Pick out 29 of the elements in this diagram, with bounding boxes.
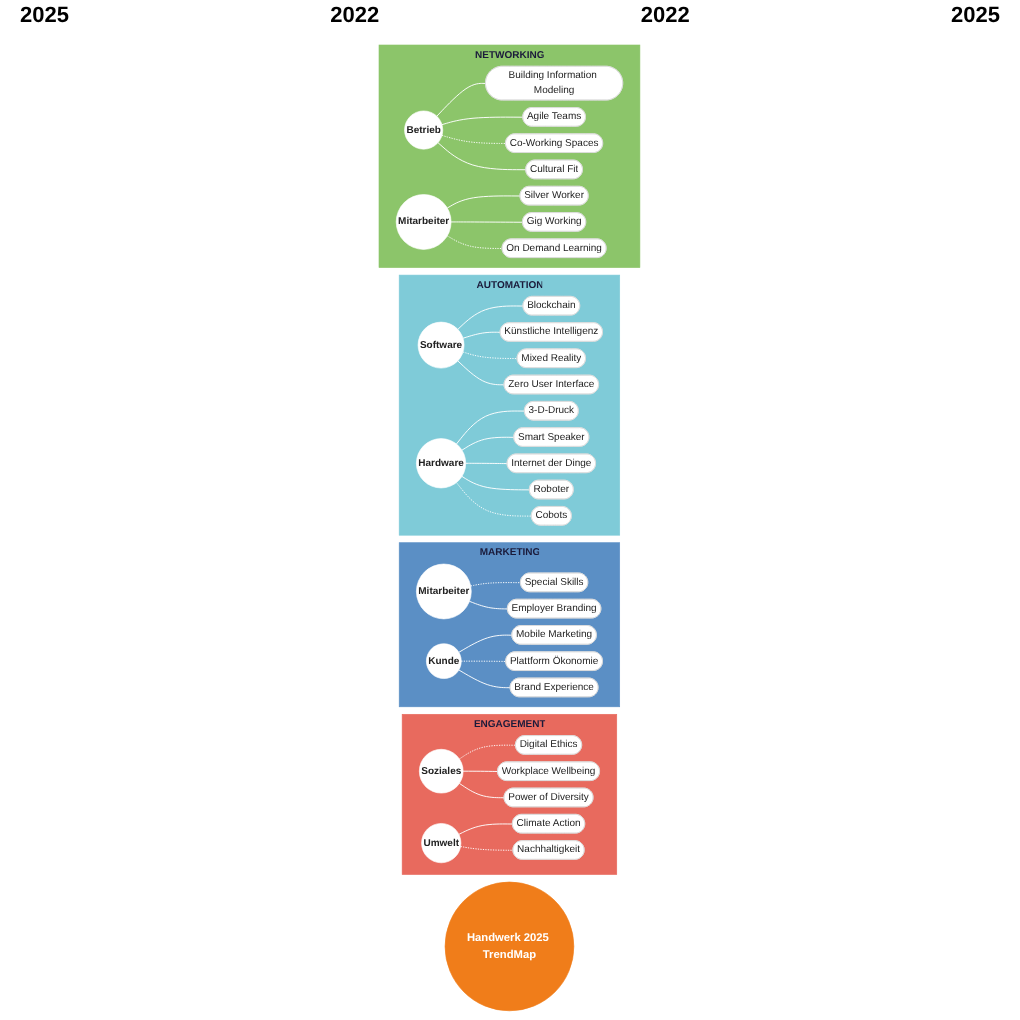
connector (458, 634, 514, 653)
connector (470, 582, 522, 587)
connector (456, 410, 526, 445)
connector (458, 823, 514, 835)
connector (463, 331, 502, 339)
connector (457, 360, 506, 386)
connector (465, 462, 509, 465)
connector (463, 770, 499, 773)
connector (436, 83, 487, 117)
connector (451, 221, 524, 223)
ring-year-label: 2022 (640, 4, 690, 32)
connector (461, 660, 507, 663)
connector (442, 116, 525, 126)
ring-year-label: 2025 (951, 4, 1000, 32)
connector (458, 669, 512, 689)
connector (442, 135, 507, 145)
connector (463, 351, 519, 360)
connector (462, 476, 531, 491)
connector (459, 744, 517, 760)
connector (459, 783, 506, 799)
connector (447, 195, 522, 209)
connector (438, 142, 527, 171)
ring-year-label: 2025 (20, 4, 69, 32)
ring-year-label: 2022 (330, 4, 380, 32)
connector (460, 846, 515, 851)
connector (469, 600, 509, 610)
connector (457, 305, 525, 330)
connector (462, 436, 516, 451)
connector (456, 482, 533, 517)
